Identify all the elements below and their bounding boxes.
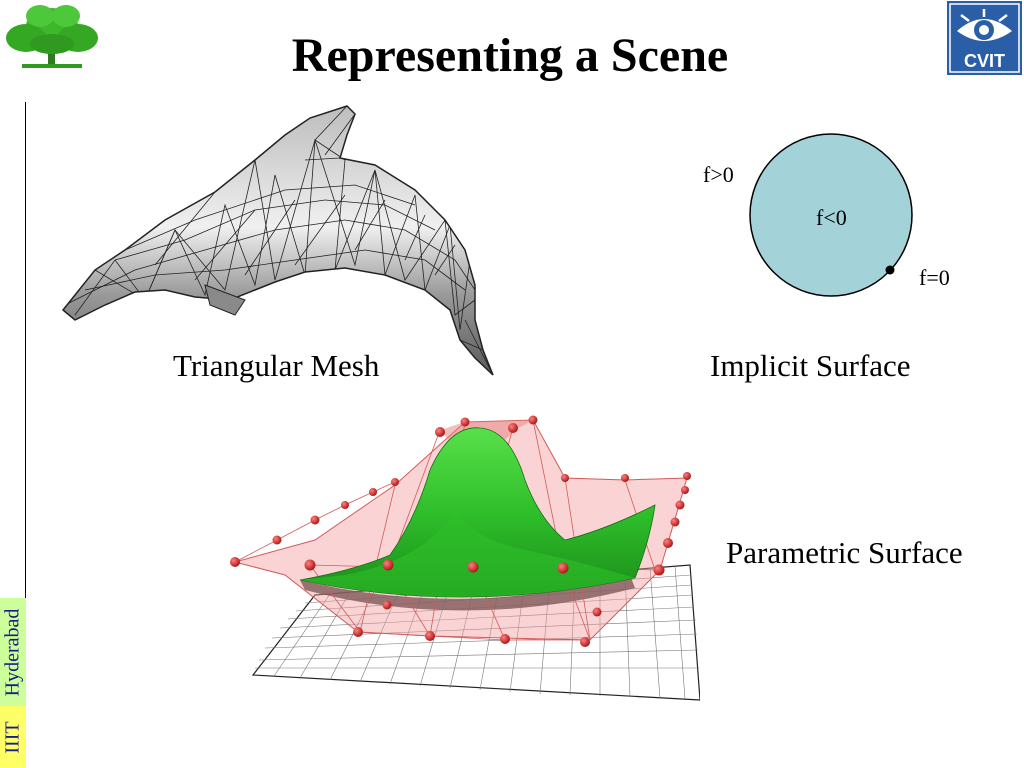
label-f-greater-zero: f>0 (703, 162, 734, 187)
boundary-point (885, 265, 895, 275)
label-f-less-zero: f<0 (816, 205, 847, 230)
green-surface (299, 427, 656, 598)
cvit-logo: CVIT (947, 1, 1022, 75)
cvit-logo-text: CVIT (964, 51, 1005, 71)
implicit-circle (749, 133, 913, 297)
left-divider (25, 102, 26, 602)
side-label-hyderabad: Hyderabad (0, 598, 26, 706)
slide-title: Representing a Scene (291, 29, 729, 82)
eye-icon (957, 9, 1012, 41)
side-label-iiit: IIIT (0, 706, 26, 768)
parametric-surface-figure (230, 415, 700, 701)
dolphin-mesh-figure (61, 105, 494, 376)
caption-implicit-surface: Implicit Surface (710, 348, 911, 383)
implicit-surface-figure (749, 133, 913, 297)
tree-logo-icon (6, 5, 98, 68)
caption-triangular-mesh: Triangular Mesh (173, 348, 380, 383)
caption-parametric-surface: Parametric Surface (726, 535, 963, 570)
control-points (230, 415, 691, 647)
label-f-equal-zero: f=0 (919, 265, 950, 290)
side-label: Hyderabad IIIT (0, 598, 26, 768)
